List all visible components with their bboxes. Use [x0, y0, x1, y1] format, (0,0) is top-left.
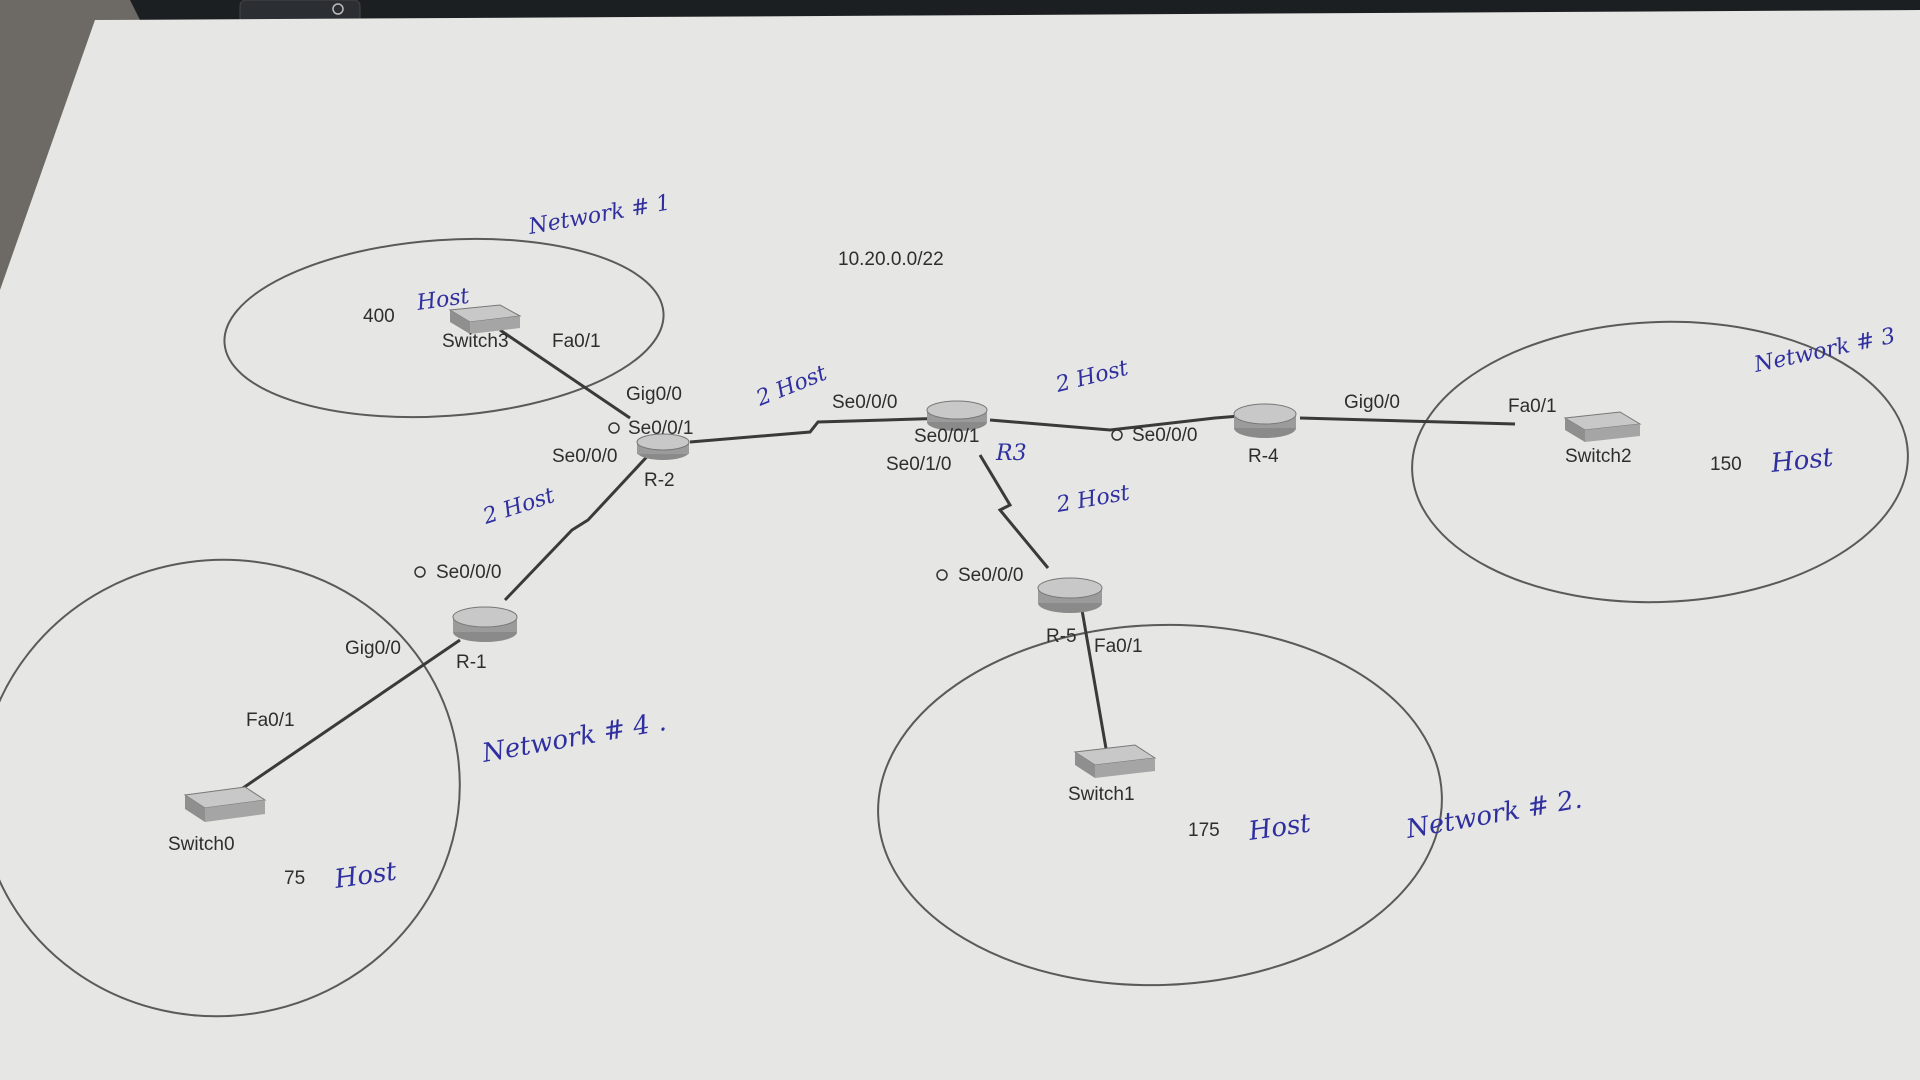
link-r1-switch0	[239, 638, 461, 792]
interface-label-r2-se01: Se0/0/1	[628, 418, 694, 439]
network-1-host-count: 400	[363, 306, 395, 327]
clock-icon	[608, 422, 620, 434]
paper-sheet	[0, 10, 1920, 1080]
switch0-label: Switch0	[168, 834, 235, 855]
address-block-label: 10.20.0.0/22	[838, 249, 944, 270]
router-r2-label: R-2	[644, 470, 675, 491]
switch2-icon	[1563, 411, 1642, 442]
router-r2	[636, 433, 690, 460]
router-r3-handwritten-label: R3	[995, 441, 1027, 466]
interface-label-r5-se00: Se0/0/0	[958, 565, 1024, 586]
link-r5-switch1	[1080, 609, 1110, 761]
interface-label-r2-gig: Gig0/0	[626, 384, 682, 405]
router-r1-label: R-1	[456, 652, 487, 673]
link-r2-r3	[689, 416, 951, 444]
interface-label-r4-se00: Se0/0/0	[1132, 425, 1198, 446]
interface-label-switch0-fa: Fa0/1	[246, 710, 295, 731]
link-r3-r5	[978, 454, 1050, 569]
interface-label-r3-se00: Se0/0/0	[832, 392, 898, 413]
router-r3	[926, 400, 988, 431]
link-r4-switch2	[1299, 416, 1516, 426]
link-r2-r1	[503, 446, 657, 602]
network-2-host-count: 175	[1188, 820, 1220, 841]
interface-label-r4-gig: Gig0/0	[1344, 392, 1400, 413]
clock-icon	[414, 566, 426, 578]
interface-label-r3-se10: Se0/1/0	[886, 454, 952, 475]
clock-icon	[936, 569, 948, 581]
network-4-ellipse	[0, 558, 461, 1018]
network-3-ellipse	[1411, 320, 1909, 604]
interface-label-r1-gig: Gig0/0	[345, 638, 401, 659]
network-3-host-count: 150	[1710, 454, 1742, 475]
switch3-icon	[448, 304, 522, 334]
switch0-icon	[183, 786, 267, 822]
clock-icon	[1111, 429, 1123, 441]
switch1-icon	[1073, 744, 1157, 778]
interface-label-r2-se00: Se0/0/0	[552, 446, 618, 467]
interface-label-switch2-fa: Fa0/1	[1508, 396, 1557, 417]
switch3-label: Switch3	[442, 331, 509, 352]
link-switch3-r2	[499, 328, 631, 420]
router-r1	[452, 606, 518, 642]
router-r4-label: R-4	[1248, 446, 1279, 467]
network-1-ellipse	[223, 237, 665, 419]
power-icon	[332, 3, 344, 15]
interface-label-switch3-fa: Fa0/1	[552, 331, 601, 352]
switch2-label: Switch2	[1565, 446, 1632, 467]
router-r4	[1233, 403, 1297, 438]
interface-label-r3-se01: Se0/0/1	[914, 426, 980, 447]
router-r5	[1037, 577, 1103, 613]
network-2-ellipse	[877, 623, 1443, 987]
interface-label-r5-fa: Fa0/1	[1094, 636, 1143, 657]
interface-label-r1-se00: Se0/0/0	[436, 562, 502, 583]
switch1-label: Switch1	[1068, 784, 1135, 805]
link-r3-r4	[989, 414, 1241, 432]
network-4-host-count: 75	[284, 868, 305, 889]
router-r5-label: R-5	[1046, 626, 1077, 647]
network-3-host-word: Host	[1769, 443, 1835, 479]
